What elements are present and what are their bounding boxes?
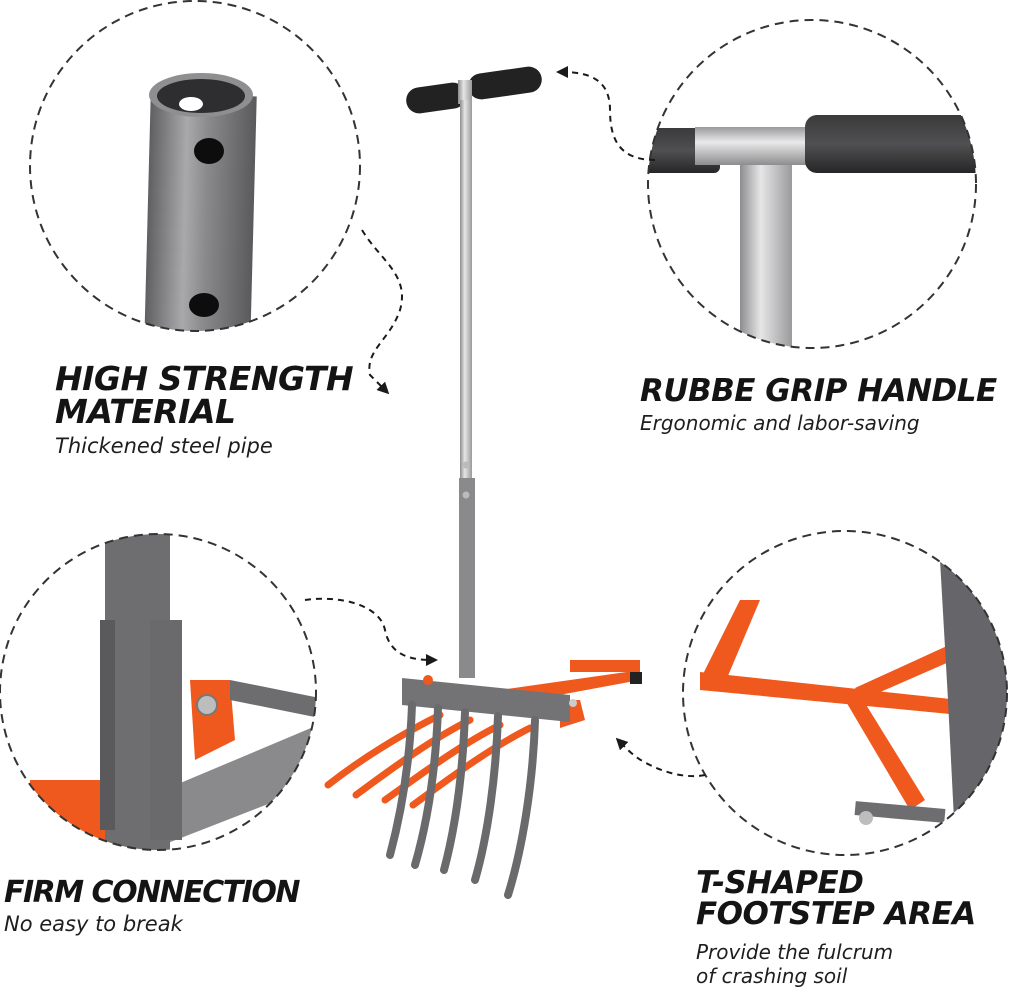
feature-title-line: HIGH STRENGTH	[55, 359, 354, 398]
feature-title-line: T-SHAPED	[696, 865, 864, 901]
feature-rubber-grip: RUBBE GRIP HANDLE Ergonomic and labor-sa…	[640, 373, 997, 436]
connector-arrow-pipe-icon	[361, 229, 403, 395]
feature-firm-connection: FIRM CONNECTION No easy to break	[4, 875, 301, 937]
t-handle-grip-closeup-icon	[648, 115, 976, 348]
feature-subtitle: Ergonomic and labor-saving	[640, 411, 920, 435]
connector-arrow-footstep-icon	[615, 737, 706, 778]
t-footstep-closeup-icon	[700, 550, 1007, 855]
feature-title-line: FOOTSTEP AREA	[696, 896, 976, 932]
feature-title-line: RUBBE GRIP HANDLE	[640, 373, 997, 409]
feature-t-shaped-footstep: T-SHAPED FOOTSTEP AREA Provide the fulcr…	[696, 865, 976, 989]
feature-title-line: FIRM CONNECTION	[4, 875, 301, 910]
connector-arrow-handle-icon	[556, 66, 656, 161]
feature-high-strength: HIGH STRENGTH MATERIAL Thickened steel p…	[55, 359, 354, 459]
bracket-connection-closeup-icon	[30, 534, 316, 850]
feature-subtitle: No easy to break	[4, 912, 183, 936]
feature-subtitle: Provide the fulcrum	[696, 940, 894, 964]
broadfork-tool-icon	[324, 66, 642, 899]
connector-arrow-connection-icon	[304, 597, 438, 666]
feature-title-line: MATERIAL	[55, 392, 236, 431]
feature-subtitle: of crashing soil	[696, 964, 848, 988]
steel-pipe-closeup-icon	[143, 73, 257, 331]
feature-subtitle: Thickened steel pipe	[55, 434, 273, 458]
